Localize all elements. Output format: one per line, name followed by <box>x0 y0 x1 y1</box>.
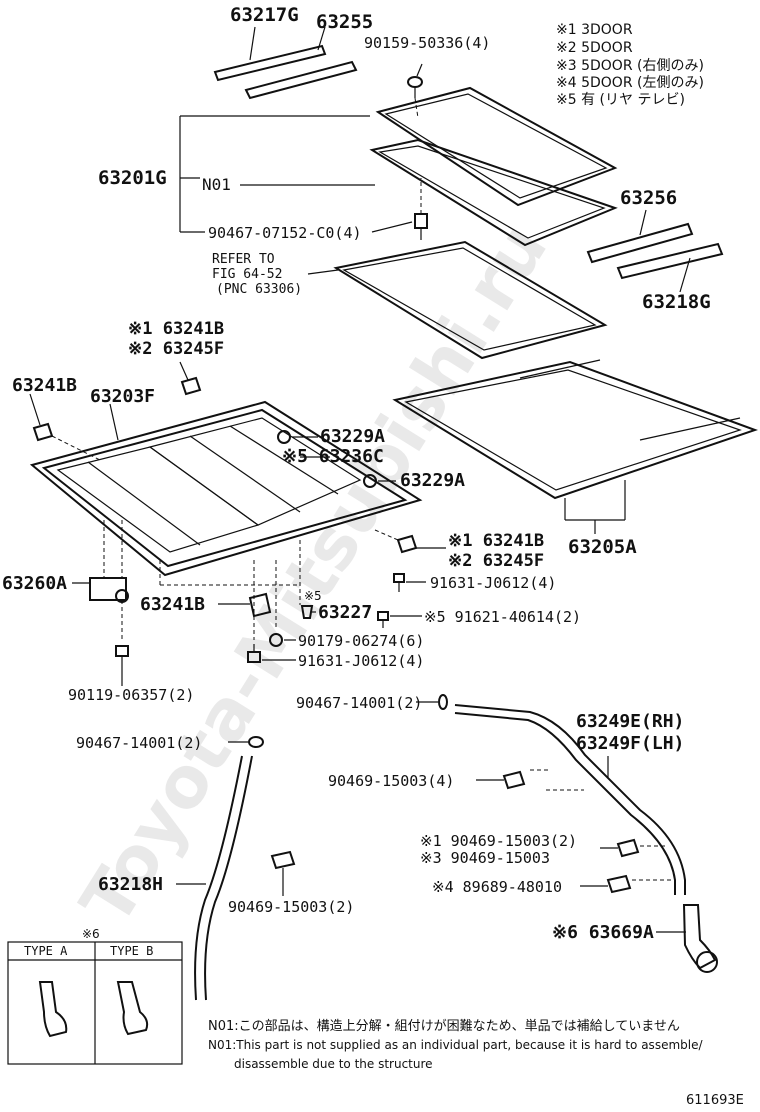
label-63669a: ※6 63669A <box>552 922 654 943</box>
type-b-label: TYPE B <box>110 944 153 958</box>
label-90119-06357: 90119-06357(2) <box>68 686 194 704</box>
label-91631-j0612-b: 91631-J0612(4) <box>298 652 424 670</box>
label-63229a-2: 63229A <box>400 470 465 491</box>
note-n01-english-line1: N01:This part is not supplied as an indi… <box>208 1038 703 1052</box>
label-63205a: 63205A <box>568 536 637 558</box>
label-90469-15003-c: ※3 90469-15003 <box>420 849 550 867</box>
clip-63227-icon <box>300 605 314 619</box>
nut-63229a-2-icon <box>363 474 377 488</box>
clip-90469-d-icon <box>270 850 296 870</box>
label-refer-line2: FIG 64-52 <box>212 267 282 282</box>
legend-item-5: ※5 有 (リヤ テレビ) <box>556 92 685 108</box>
label-63255: 63255 <box>316 11 373 33</box>
bolt-91621-icon <box>377 611 389 628</box>
strip-63255 <box>244 60 358 100</box>
label-63201g: 63201G <box>98 167 167 189</box>
bolt-90119-icon <box>115 645 129 670</box>
nut-63229a-1-icon <box>277 430 291 444</box>
label-91621-40614: ※5 91621-40614(2) <box>424 608 581 626</box>
label-63260a: 63260A <box>2 573 67 594</box>
clamp-90467-14001-b-icon <box>248 736 264 748</box>
rail-63256 <box>586 222 694 264</box>
note-n01-english-line2: disassemble due to the structure <box>234 1057 433 1071</box>
label-90469-15003-b: ※1 90469-15003(2) <box>420 832 577 850</box>
clip-89689-icon <box>606 874 632 894</box>
bracket-63241b-left-icon <box>32 422 54 442</box>
clip-90469-a-icon <box>502 770 526 790</box>
label-63227-mark: ※5 <box>304 589 322 603</box>
drain-hose-63249e-63249f <box>454 704 686 895</box>
sunroof-housing-63203f <box>29 400 423 577</box>
label-63241b-bottom: 63241B <box>140 594 205 615</box>
clip-90467-07152-icon <box>414 213 428 240</box>
label-63241b-left: 63241B <box>12 375 77 396</box>
bolt-91631-b-icon <box>247 644 261 663</box>
label-63217g: 63217G <box>230 4 299 26</box>
label-91631-j0612-a: 91631-J0612(4) <box>430 574 556 592</box>
label-90467-07152: 90467-07152-C0(4) <box>208 224 362 242</box>
motor-63260a-icon <box>89 577 129 603</box>
label-63218h: 63218H <box>98 874 163 895</box>
label-refer-line3: (PNC 63306) <box>216 282 302 297</box>
label-n01: N01 <box>202 175 231 194</box>
label-90179-06274: 90179-06274(6) <box>298 632 424 650</box>
label-90467-14001-b: 90467-14001(2) <box>76 734 202 752</box>
bracket-63241b-right-icon <box>396 534 418 554</box>
type-box-mark: ※6 <box>82 927 100 941</box>
weatherstrip-n01 <box>369 138 618 247</box>
sunshade-panel <box>333 240 608 360</box>
strip-63217g <box>213 44 327 82</box>
sunroof-glass-63201g <box>375 86 618 207</box>
bracket-63241b-bottom-icon <box>248 592 272 618</box>
type-comparison-box <box>7 941 183 1065</box>
label-63227: 63227 <box>318 602 372 623</box>
label-63241b-top: ※1 63241B <box>128 319 224 339</box>
label-63218g: 63218G <box>642 291 711 313</box>
label-63203f: 63203F <box>90 386 155 407</box>
grommet-63669a-icon <box>682 904 718 973</box>
label-89689-48010: ※4 89689-48010 <box>432 878 562 896</box>
rail-63218g <box>616 242 724 280</box>
label-63249f: 63249F(LH) <box>576 733 684 754</box>
bracket-63241b-top-icon <box>180 376 202 396</box>
label-63256: 63256 <box>620 187 677 209</box>
type-a-label: TYPE A <box>24 944 68 958</box>
label-90469-15003-a: 90469-15003(4) <box>328 772 454 790</box>
legend-item-4: ※4 5DOOR (左側のみ) <box>556 75 704 91</box>
label-90159-50336: 90159-50336(4) <box>364 34 490 52</box>
clamp-90467-14001-a-icon <box>438 694 448 710</box>
bolt-91631-a-icon <box>393 573 405 592</box>
label-63229a-1: 63229A <box>320 426 385 447</box>
drain-hose-63218h <box>194 755 253 1001</box>
label-63249e: 63249E(RH) <box>576 711 684 732</box>
screw-90159-icon <box>407 63 423 98</box>
legend-item-1: ※1 3DOOR <box>556 22 633 38</box>
label-90467-14001-a: 90467-14001(2) <box>296 694 422 712</box>
label-63245f-top: ※2 63245F <box>128 339 224 359</box>
note-n01-japanese: N01:この部品は、構造上分解・組付けが困難なため、単品では補給していません <box>208 1018 680 1034</box>
label-63236c: ※5 63236C <box>282 446 384 467</box>
label-90469-15003-d: 90469-15003(2) <box>228 898 354 916</box>
frame-63205a <box>392 359 758 500</box>
label-refer-line1: REFER TO <box>212 252 275 267</box>
clip-90469-b-icon <box>616 838 640 858</box>
label-63245f-right: ※2 63245F <box>448 551 544 571</box>
diagram-id: 611693E <box>686 1093 744 1108</box>
legend-item-2: ※2 5DOOR <box>556 40 633 56</box>
legend-item-3: ※3 5DOOR (右側のみ) <box>556 58 704 74</box>
label-63241b-right: ※1 63241B <box>448 531 544 551</box>
nut-90179-icon <box>269 633 283 647</box>
